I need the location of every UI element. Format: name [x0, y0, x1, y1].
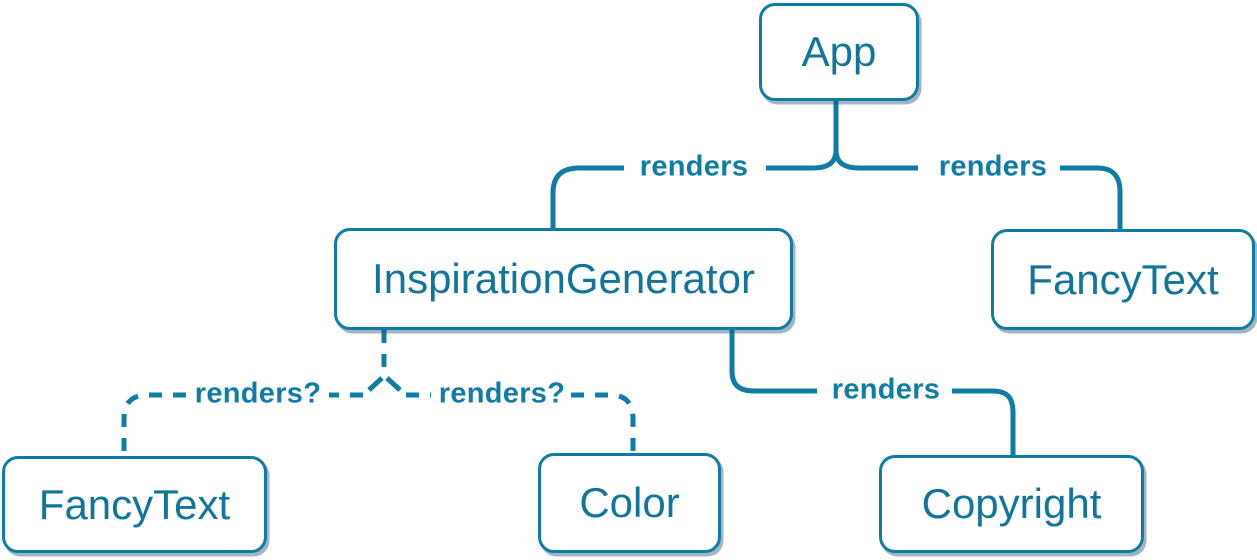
- edge-app-to-inspiration-generator-left-segment: [550, 165, 624, 229]
- edge-app-to-inspiration-generator-right-segment: [766, 149, 839, 171]
- edge-inspiration-generator-to-fancy-text-left-segment: [121, 392, 186, 454]
- node-label: Copyright: [921, 480, 1102, 527]
- edge-fork-diagonal-right: [385, 376, 402, 392]
- node-fancy-text-top: FancyText: [991, 229, 1255, 330]
- edge-label-inspiration-generator-to-copyright: renders: [831, 373, 941, 406]
- node-label: App: [801, 28, 877, 75]
- edge-label-inspiration-generator-to-fancy-text: renders?: [194, 377, 322, 410]
- node-label: InspirationGenerator: [372, 255, 755, 302]
- node-copyright: Copyright: [879, 455, 1144, 553]
- node-label: FancyText: [38, 480, 231, 528]
- edge-app-to-fancy-text-right-segment: [1060, 165, 1123, 230]
- node-color: Color: [538, 453, 721, 553]
- edge-label-inspiration-generator-to-color: renders?: [438, 377, 566, 410]
- node-label: Color: [579, 479, 680, 526]
- edge-inspiration-generator-to-color-right-segment: [571, 392, 636, 452]
- edge-app-to-fancy-text-left-segment: [833, 149, 918, 171]
- edge-inspiration-generator-to-copyright-right-segment: [952, 388, 1016, 456]
- edge-label-app-to-fancy-text: renders: [938, 150, 1048, 183]
- edge-label-app-to-inspiration-generator: renders: [639, 150, 749, 183]
- node-inspiration-generator: InspirationGenerator: [334, 228, 793, 330]
- node-app: App: [759, 3, 919, 101]
- node-label: FancyText: [1027, 255, 1219, 303]
- node-fancy-text-bottom-left: FancyText: [2, 456, 267, 553]
- edge-inspiration-generator-to-copyright-left-segment: [729, 330, 817, 394]
- edge-fork-diagonal-left: [367, 376, 384, 392]
